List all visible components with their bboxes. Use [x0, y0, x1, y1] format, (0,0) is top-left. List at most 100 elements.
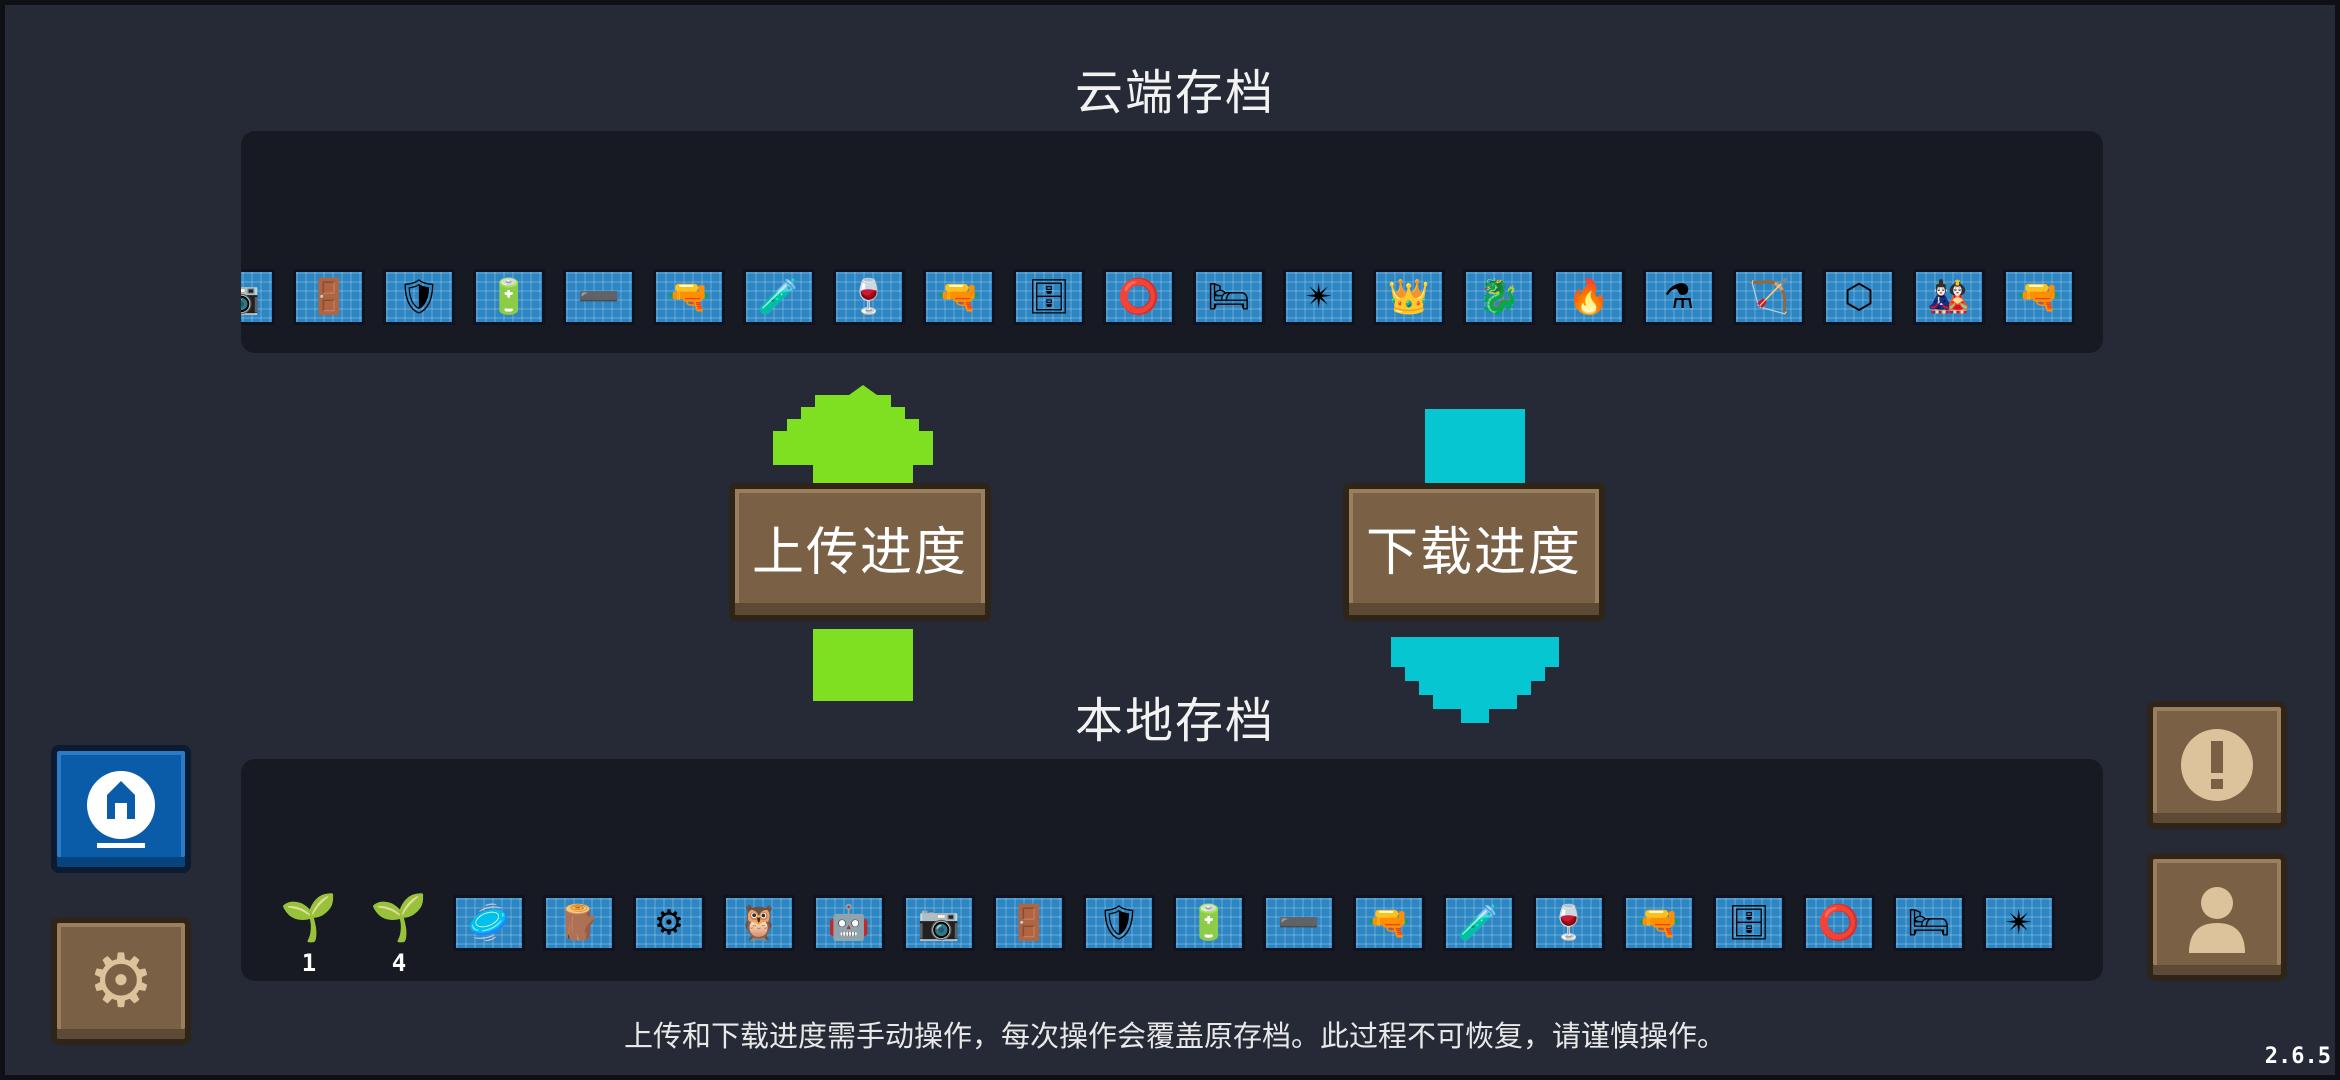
- item-quantity: 4: [391, 949, 407, 977]
- battery-icon: 🔋: [1187, 903, 1231, 943]
- local-save-title: 本地存档: [1074, 693, 1275, 749]
- camera-icon: 📷: [917, 903, 961, 943]
- spear-icon: ➖: [1277, 903, 1321, 943]
- item-slot[interactable]: 🔋: [1173, 895, 1245, 951]
- item-slot[interactable]: 🦉: [723, 895, 795, 951]
- item-slot[interactable]: 📷: [903, 895, 975, 951]
- cloud-save-title: 云端存档: [1074, 65, 1275, 121]
- item-slot[interactable]: ⬡: [1823, 269, 1895, 325]
- battery-icon: 🔋: [487, 277, 531, 317]
- torch-icon: 🔥: [1567, 277, 1611, 317]
- vending-machine-icon: 🗄: [1727, 903, 1771, 943]
- publisher-logo-button[interactable]: [51, 745, 191, 873]
- red-bed-icon: 🛏: [1907, 903, 1951, 943]
- download-progress-button[interactable]: 下载进度: [1343, 483, 1605, 621]
- item-slot[interactable]: 🛏: [1193, 269, 1265, 325]
- item-slot[interactable]: ⚗: [1643, 269, 1715, 325]
- seed-item[interactable]: 🌱: [273, 881, 345, 953]
- owl-mask-icon: 🦉: [737, 903, 781, 943]
- item-slot[interactable]: ⭕: [1803, 895, 1875, 951]
- green-dragon-icon: 🐉: [1477, 277, 1521, 317]
- item-slot[interactable]: 🔫: [653, 269, 725, 325]
- round-shield-icon: 🛡: [1097, 903, 1141, 943]
- item-slot[interactable]: 🧪: [1443, 895, 1515, 951]
- item-slot[interactable]: 🤖: [813, 895, 885, 951]
- revolver-icon: 🔫: [667, 277, 711, 317]
- seed-item[interactable]: 🌱: [363, 881, 435, 953]
- item-slot[interactable]: 🔥: [1553, 269, 1625, 325]
- item-slot[interactable]: 🚪: [293, 269, 365, 325]
- round-shield-icon: 🛡: [397, 277, 441, 317]
- user-silhouette-icon: [2189, 887, 2245, 953]
- local-item-strip[interactable]: 🌱 1 🌱 4 🥏 🪵 ⚙ 🦉 🤖 📷 🚪 🛡 🔋 ➖ 🔫 🧪 🍷 🔫 🗄 ⭕ 🛏 ✴: [241, 759, 2103, 981]
- exclamation-icon: [2181, 729, 2253, 801]
- spear-icon: ➖: [577, 277, 621, 317]
- vending-machine-icon: 🗄: [1027, 277, 1071, 317]
- shuriken-icon: ✴: [1304, 277, 1334, 317]
- item-slot[interactable]: 🛡: [383, 269, 455, 325]
- item-slot[interactable]: ✴: [1983, 895, 2055, 951]
- item-slot[interactable]: 🪵: [543, 895, 615, 951]
- item-slot[interactable]: 🥏: [453, 895, 525, 951]
- item-slot[interactable]: 🏹: [1733, 269, 1805, 325]
- green-gun-icon: 🔫: [937, 277, 981, 317]
- wooden-door-icon: 🚪: [1007, 903, 1051, 943]
- notice-button[interactable]: [2147, 701, 2287, 829]
- wooden-door-icon: 🚪: [307, 277, 351, 317]
- seed-sprout-icon: 🌱: [280, 889, 338, 944]
- item-quantity: 1: [301, 949, 317, 977]
- item-slot[interactable]: 🚪: [993, 895, 1065, 951]
- revolver-icon: 🔫: [1367, 903, 1411, 943]
- item-slot[interactable]: 🍷: [1533, 895, 1605, 951]
- gear-icon: ⚙: [87, 938, 155, 1024]
- item-slot[interactable]: 🔫: [2003, 269, 2075, 325]
- mirror-icon: ⬡: [1844, 277, 1874, 317]
- crossbow-icon: 🏹: [1747, 277, 1791, 317]
- item-slot[interactable]: 🗄: [1013, 269, 1085, 325]
- item-slot[interactable]: 🛡: [1083, 895, 1155, 951]
- item-slot[interactable]: 👑: [1373, 269, 1445, 325]
- item-slot[interactable]: 🧪: [743, 269, 815, 325]
- item-slot[interactable]: 🔫: [1623, 895, 1695, 951]
- red-potion-icon: 🍷: [1547, 903, 1591, 943]
- seed-sprout-icon: 🌱: [370, 889, 428, 944]
- wood-logs-icon: 🪵: [557, 903, 601, 943]
- green-hat-icon: 🥏: [467, 903, 511, 943]
- item-slot[interactable]: 📷: [241, 269, 275, 325]
- chillyroom-logo-icon: [87, 771, 155, 848]
- settings-button[interactable]: ⚙: [51, 917, 191, 1045]
- item-slot[interactable]: ✴: [1283, 269, 1355, 325]
- item-slot[interactable]: 🔋: [473, 269, 545, 325]
- local-save-panel[interactable]: 🌱 1 🌱 4 🥏 🪵 ⚙ 🦉 🤖 📷 🚪 🛡 🔋 ➖ 🔫 🧪 🍷 🔫 🗄 ⭕ 🛏 ✴: [241, 759, 2103, 981]
- golden-ring-icon: ⭕: [1117, 277, 1161, 317]
- download-arrow-icon: [1391, 409, 1559, 723]
- camera-icon: 📷: [241, 280, 260, 314]
- royal-staff-icon: 👑: [1387, 277, 1431, 317]
- red-potion-icon: 🍷: [847, 277, 891, 317]
- cloud-item-strip[interactable]: 📷 🚪 🛡 🔋 ➖ 🔫 🧪 🍷 🔫 🗄 ⭕ 🛏 ✴ 👑 🐉 🔥 ⚗ 🏹 ⬡ 🎎 🔫: [241, 131, 2103, 353]
- upload-arrow-icon: [773, 385, 933, 701]
- cloud-save-panel[interactable]: 📷 🚪 🛡 🔋 ➖ 🔫 🧪 🍷 🔫 🗄 ⭕ 🛏 ✴ 👑 🐉 🔥 ⚗ 🏹 ⬡ 🎎 🔫: [241, 131, 2103, 353]
- red-hat-doll-icon: 🎎: [1927, 277, 1971, 317]
- item-slot[interactable]: ➖: [563, 269, 635, 325]
- item-slot[interactable]: 🎎: [1913, 269, 1985, 325]
- red-bed-icon: 🛏: [1207, 277, 1251, 317]
- item-slot[interactable]: 🗄: [1713, 895, 1785, 951]
- item-slot[interactable]: 🛏: [1893, 895, 1965, 951]
- shuriken-icon: ✴: [2004, 903, 2034, 943]
- item-slot[interactable]: ➖: [1263, 895, 1335, 951]
- red-blaster-icon: 🔫: [2017, 277, 2061, 317]
- item-slot[interactable]: 🍷: [833, 269, 905, 325]
- item-slot[interactable]: 🔫: [1353, 895, 1425, 951]
- item-slot[interactable]: ⚙: [633, 895, 705, 951]
- golden-ring-icon: ⭕: [1817, 903, 1861, 943]
- item-slot[interactable]: ⭕: [1103, 269, 1175, 325]
- upload-progress-button[interactable]: 上传进度: [729, 483, 991, 621]
- version-label: 2.6.5: [2264, 1044, 2331, 1069]
- blue-potion-icon: 🧪: [1457, 903, 1501, 943]
- item-slot[interactable]: 🔫: [923, 269, 995, 325]
- account-button[interactable]: [2147, 853, 2287, 981]
- item-slot[interactable]: 🐉: [1463, 269, 1535, 325]
- gatling-icon: ⚙: [653, 903, 685, 943]
